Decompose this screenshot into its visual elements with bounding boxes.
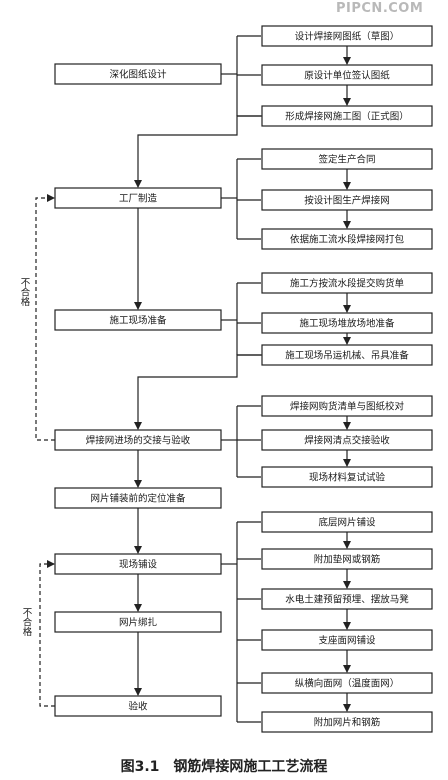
substep-1-1-label: 设计焊接网图纸（草图）: [295, 31, 400, 43]
substep-5-3: 水电土建预留预埋、摆放马凳: [261, 588, 433, 610]
step-8: 验收: [54, 695, 222, 717]
return-arrow-design-to-factory: [134, 115, 262, 188]
substep-2-2-frame: [261, 189, 433, 211]
substep-4-3-frame: [261, 466, 433, 488]
reject-loop-1: [35, 194, 55, 441]
substep-3-1-label: 施工方按流水段提交购货单: [290, 278, 405, 290]
substep-5-4: 支座面网铺设: [261, 629, 433, 651]
step-7-label: 网片绑扎: [119, 617, 158, 629]
substep-2-2-label: 按设计图生产焊接网: [304, 195, 390, 207]
substep-4-1-frame: [261, 395, 433, 417]
substep-3-1-frame: [261, 272, 433, 294]
step-7-frame: [54, 611, 222, 633]
step-4-frame: [54, 429, 222, 451]
substep-5-4-label: 支座面网铺设: [318, 635, 376, 647]
substep-4-3: 现场材料复试试验: [261, 466, 433, 488]
substep-3-2: 施工现场堆放场地准备: [261, 312, 433, 334]
step-2: 工厂制造: [54, 187, 222, 209]
step-2-label: 工厂制造: [119, 193, 158, 205]
substep-5-6-label: 附加网片和钢筋: [314, 717, 381, 729]
substep-5-3-frame: [261, 588, 433, 610]
step-4: 焊接网进场的交接与验收: [54, 429, 222, 451]
substep-3-3-frame: [261, 344, 433, 366]
step-5-frame: [54, 487, 222, 509]
substep-5-4-frame: [261, 629, 433, 651]
step-3: 施工现场准备: [54, 309, 222, 331]
step-6: 现场铺设: [54, 553, 222, 575]
substep-5-5-frame: [261, 672, 433, 694]
step-4-label: 焊接网进场的交接与验收: [86, 435, 191, 447]
watermark: PIPCN.COM: [336, 1, 424, 16]
substep-1-3: 形成焊接网施工图（正式图）: [261, 105, 433, 127]
substep-3-3-label: 施工现场吊运机械、吊具准备: [285, 350, 409, 362]
substep-1-1-frame: [261, 25, 433, 47]
substep-1-3-label: 形成焊接网施工图（正式图）: [285, 111, 409, 123]
step-5: 网片铺装前的定位准备: [54, 487, 222, 509]
step-boxes: 不合格不合格深化图纸设计工厂制造施工现场准备焊接网进场的交接与验收网片铺装前的定…: [19, 25, 433, 733]
substep-5-1-frame: [261, 511, 433, 533]
substep-5-6-frame: [261, 711, 433, 733]
substep-5-6: 附加网片和钢筋: [261, 711, 433, 733]
substep-5-5-label: 纵横向面网（温度面网）: [295, 678, 400, 690]
substep-1-3-frame: [261, 105, 433, 127]
step-8-label: 验收: [128, 701, 148, 713]
substep-4-2-frame: [261, 429, 433, 451]
reject-label-1: 不合格: [19, 278, 31, 307]
substep-2-3-label: 依据施工流水段焊接网打包: [290, 234, 405, 246]
reject-loop-2: [39, 560, 55, 707]
step-3-frame: [54, 309, 222, 331]
substep-2-3: 依据施工流水段焊接网打包: [261, 228, 433, 250]
substep-4-2: 焊接网清点交接验收: [261, 429, 433, 451]
step-5-label: 网片铺装前的定位准备: [90, 493, 186, 505]
step-6-frame: [54, 553, 222, 575]
substep-5-1-label: 底层网片铺设: [318, 517, 376, 529]
step-2-frame: [54, 187, 222, 209]
substep-4-3-label: 现场材料复试试验: [309, 472, 386, 484]
substep-4-1: 焊接网购货清单与图纸校对: [261, 395, 433, 417]
substep-1-1: 设计焊接网图纸（草图）: [261, 25, 433, 47]
substep-5-2-label: 附加垫网或钢筋: [314, 554, 381, 566]
substep-3-2-label: 施工现场堆放场地准备: [299, 318, 395, 330]
substep-2-1-frame: [261, 148, 433, 170]
substep-5-1: 底层网片铺设: [261, 511, 433, 533]
substep-3-2-frame: [261, 312, 433, 334]
substep-5-5: 纵横向面网（温度面网）: [261, 672, 433, 694]
substep-1-2: 原设计单位签认图纸: [261, 64, 433, 86]
substep-2-2: 按设计图生产焊接网: [261, 189, 433, 211]
step-1: 深化图纸设计: [54, 63, 222, 85]
substep-4-1-label: 焊接网购货清单与图纸校对: [290, 401, 405, 413]
figure-caption: 图3.1 钢筋焊接网施工工艺流程: [120, 759, 328, 775]
substep-2-1-label: 签定生产合同: [318, 154, 375, 166]
step-3-label: 施工现场准备: [109, 315, 167, 327]
substep-5-2-frame: [261, 548, 433, 570]
substep-2-1: 签定生产合同: [261, 148, 433, 170]
connector-lines: [35, 35, 351, 723]
step-1-frame: [54, 63, 222, 85]
step-8-frame: [54, 695, 222, 717]
return-arrow-site-to-acceptance: [134, 354, 262, 430]
step-7: 网片绑扎: [54, 611, 222, 633]
step-6-label: 现场铺设: [119, 559, 158, 571]
substep-5-3-label: 水电土建预留预埋、摆放马凳: [285, 594, 409, 606]
substep-1-2-frame: [261, 64, 433, 86]
substep-4-2-label: 焊接网清点交接验收: [304, 435, 390, 447]
substep-5-2: 附加垫网或钢筋: [261, 548, 433, 570]
substep-1-2-label: 原设计单位签认图纸: [304, 70, 390, 82]
substep-3-1: 施工方按流水段提交购货单: [261, 272, 433, 294]
step-1-label: 深化图纸设计: [109, 69, 167, 81]
substep-3-3: 施工现场吊运机械、吊具准备: [261, 344, 433, 366]
reject-label-2: 不合格: [21, 608, 33, 637]
substep-2-3-frame: [261, 228, 433, 250]
